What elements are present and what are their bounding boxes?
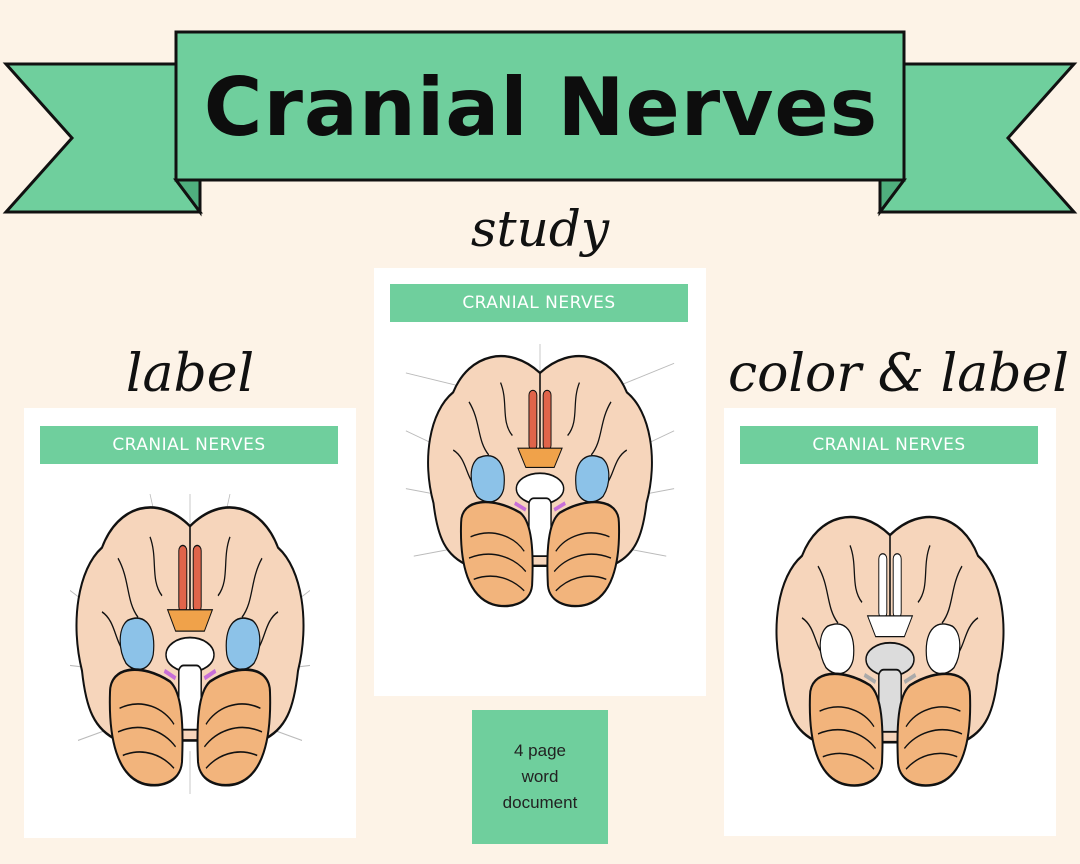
label-worksheet-card: CRANIAL NERVES xyxy=(24,408,356,838)
brain-diagram xyxy=(70,494,310,794)
brain-diagram xyxy=(405,344,675,609)
color-label-worksheet-card: CRANIAL NERVES xyxy=(724,408,1056,836)
page-title: Cranial Nerves xyxy=(203,60,879,154)
banner-right-tail xyxy=(877,62,1078,214)
note-line-1: 4 page xyxy=(513,741,566,760)
card-header: CRANIAL NERVES xyxy=(40,426,338,464)
color-label-label: color & label xyxy=(728,344,1069,404)
brain-diagram xyxy=(770,504,1010,794)
note-line-3: document xyxy=(502,793,578,812)
banner-ribbon xyxy=(2,30,1078,217)
study-label: study xyxy=(470,200,610,258)
note-line-2: word xyxy=(521,767,559,786)
card-header: CRANIAL NERVES xyxy=(740,426,1038,464)
study-worksheet-card: CRANIAL NERVES xyxy=(374,268,706,696)
card-header: CRANIAL NERVES xyxy=(390,284,688,322)
banner-left-tail xyxy=(2,62,203,214)
label-label: label xyxy=(125,344,255,404)
banner-main xyxy=(174,30,906,182)
page-count-note: 4 page word document xyxy=(472,710,608,844)
